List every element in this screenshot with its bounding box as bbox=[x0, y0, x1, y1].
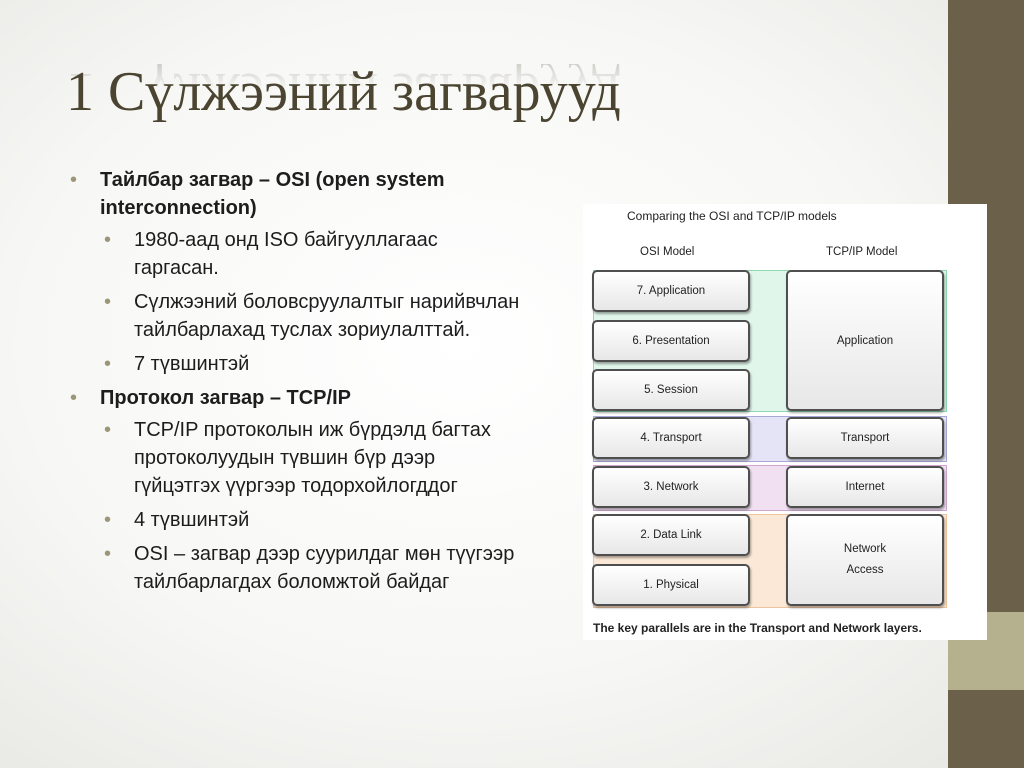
diagram-title: Comparing the OSI and TCP/IP models bbox=[627, 209, 837, 223]
bullet-dot-icon: • bbox=[104, 509, 112, 531]
tcpip-layer-application: Application bbox=[786, 270, 944, 411]
sub-bullet: • 1980-аад онд ISO байгууллагаас гаргаса… bbox=[70, 226, 520, 282]
bullet-dot-icon: • bbox=[104, 291, 112, 313]
tcpip-layer-network-access: Network Access bbox=[786, 514, 944, 606]
bullet-text: Тайлбар загвар – OSI (open system interc… bbox=[100, 169, 445, 219]
bullet-text: TCP/IP протоколын иж бүрдэлд багтах прот… bbox=[134, 419, 491, 497]
bullet-dot-icon: • bbox=[104, 353, 112, 375]
osi-layer-application: 7. Application bbox=[592, 270, 750, 312]
osi-layer-session: 5. Session bbox=[592, 369, 750, 411]
osi-layer-transport: 4. Transport bbox=[592, 417, 750, 459]
slide-title: 1 Сүлжээний загварууд bbox=[66, 61, 621, 123]
osi-layer-presentation: 6. Presentation bbox=[592, 320, 750, 362]
sub-bullet: • TCP/IP протоколын иж бүрдэлд багтах пр… bbox=[70, 416, 520, 500]
bullet-osi: • Тайлбар загвар – OSI (open system inte… bbox=[70, 166, 520, 222]
sub-bullet: • 4 түвшинтэй bbox=[70, 506, 520, 534]
osi-layer-data-link: 2. Data Link bbox=[592, 514, 750, 556]
sub-bullet: • OSI – загвар дээр суурилдаг мөн түүгээ… bbox=[70, 540, 520, 596]
bullet-text: 1980-аад онд ISO байгууллагаас гаргасан. bbox=[134, 229, 438, 279]
osi-layer-network: 3. Network bbox=[592, 466, 750, 508]
bullet-text: 7 түвшинтэй bbox=[134, 353, 250, 375]
sub-bullet: • 7 түвшинтэй bbox=[70, 350, 520, 378]
bullet-text: 4 түвшинтэй bbox=[134, 509, 250, 531]
tcpip-layer-transport: Transport bbox=[786, 417, 944, 459]
osi-heading: OSI Model bbox=[640, 246, 695, 258]
tcpip-layer-internet: Internet bbox=[786, 466, 944, 508]
diagram-caption: The key parallels are in the Transport a… bbox=[593, 621, 922, 635]
bullet-dot-icon: • bbox=[70, 387, 78, 409]
bullet-list: • Тайлбар загвар – OSI (open system inte… bbox=[70, 166, 520, 602]
bullet-dot-icon: • bbox=[70, 169, 78, 191]
osi-tcpip-diagram: Comparing the OSI and TCP/IP models OSI … bbox=[583, 204, 987, 640]
bullet-dot-icon: • bbox=[104, 419, 112, 441]
tcpip-heading: TCP/IP Model bbox=[826, 246, 898, 258]
bullet-text: OSI – загвар дээр суурилдаг мөн түүгээр … bbox=[134, 543, 515, 593]
sub-bullet: • Сүлжээний боловсруулалтыг нарийвчлан т… bbox=[70, 288, 520, 344]
bullet-text: Протокол загвар – TCP/IP bbox=[100, 387, 351, 409]
bullet-dot-icon: • bbox=[104, 229, 112, 251]
bullet-dot-icon: • bbox=[104, 543, 112, 565]
osi-layer-physical: 1. Physical bbox=[592, 564, 750, 606]
bullet-tcpip: • Протокол загвар – TCP/IP bbox=[70, 384, 520, 412]
bullet-text: Сүлжээний боловсруулалтыг нарийвчлан тай… bbox=[134, 291, 520, 341]
